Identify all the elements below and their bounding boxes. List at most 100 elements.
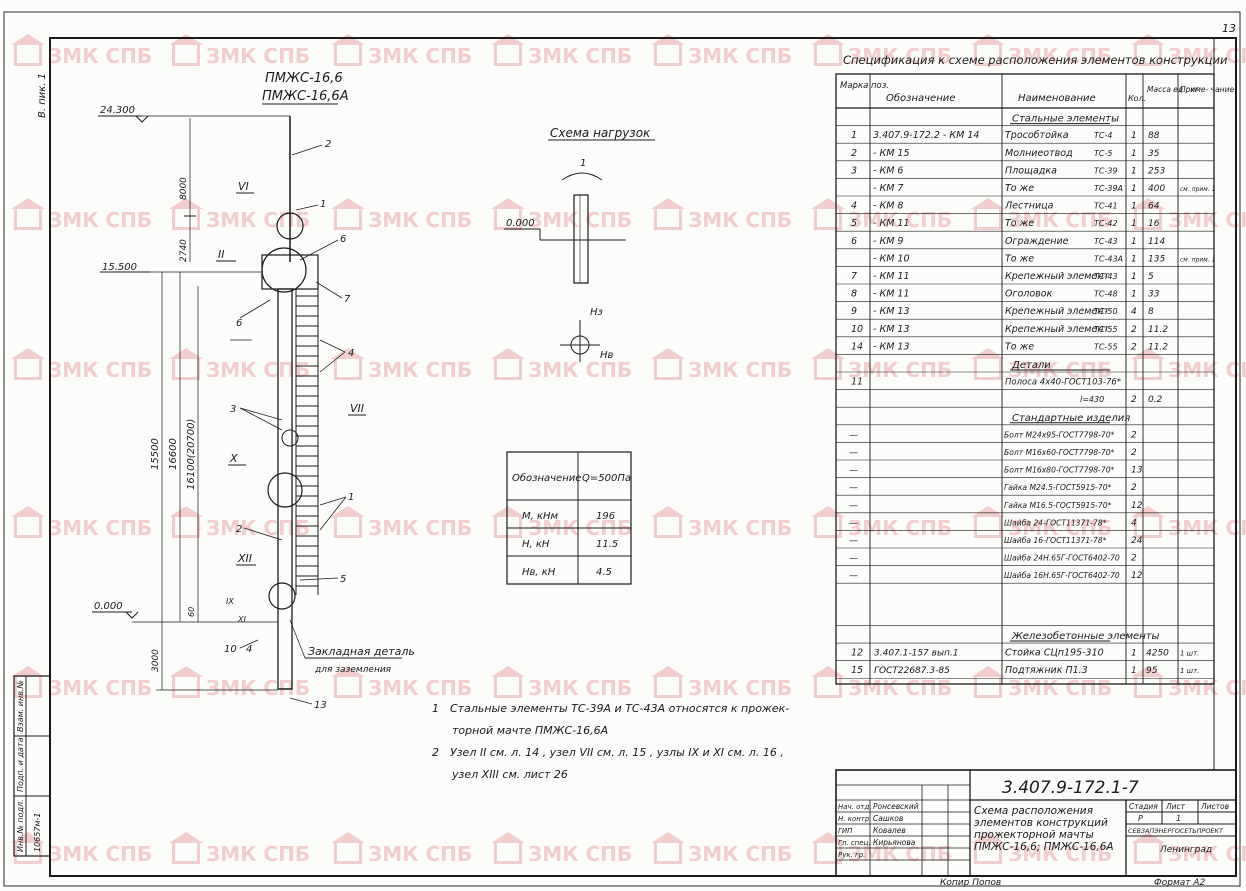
spec-cell-name: Гайка М16.5-ГОСТ5915-70*: [1004, 501, 1112, 510]
spec-cell-qty: 1: [1131, 272, 1137, 282]
spec-cell-qty: 1: [1131, 202, 1137, 212]
loads-row-value: 196: [596, 511, 615, 522]
spec-cell-mark: —: [849, 483, 858, 493]
spec-cell-name: Площадка: [1005, 165, 1057, 176]
spec-cell-name: Полоса 4х40-ГОСТ103-76*: [1005, 378, 1121, 388]
role-4: Гл. спец.: [838, 839, 871, 847]
spec-cell-mass: 4250: [1146, 649, 1169, 659]
note-2-line-2: узел XIII см. лист 26: [451, 768, 568, 781]
dim-15500: 15500: [150, 438, 161, 470]
spec-cell-qty: 2: [1131, 342, 1137, 352]
elev-mid: 15.500: [102, 262, 137, 273]
load-arrow-label: 1: [580, 158, 586, 169]
spec-cell-name: Молниеотвод: [1005, 148, 1073, 159]
description-1: Схема расположения: [974, 805, 1093, 817]
spec-cell-designation: - КМ 15: [873, 148, 910, 159]
sheet-value: 1: [1176, 814, 1181, 823]
spec-cell-qty: 1: [1131, 166, 1137, 176]
spec-cell-name: Трособтойка: [1005, 130, 1069, 141]
callout-5: 5: [340, 574, 346, 585]
dim-16600: 16600: [168, 438, 179, 470]
loads-header-designation: Обозначение: [512, 472, 581, 484]
spec-cell-qty: 2: [1131, 395, 1137, 405]
role-2: Н. контр.: [838, 815, 872, 823]
spec-cell-type: ТС-55: [1094, 342, 1118, 351]
spec-section-heading: Детали: [1011, 360, 1051, 371]
dim-60: 60: [187, 607, 196, 617]
spec-cell-type: ТС-55: [1094, 325, 1118, 334]
spec-cell-designation: - КМ 13: [873, 341, 910, 352]
callout-2: 2: [325, 139, 331, 150]
spec-cell-note: см. прим. 1: [1180, 256, 1215, 263]
role-5: Рук. гр.: [838, 851, 865, 859]
callout-6b: 6: [236, 318, 242, 329]
spec-cell-type: ТС-39А: [1094, 184, 1123, 193]
elev-zero-right: 0.000: [506, 218, 535, 229]
spec-table: Спецификация к схеме расположения элемен…: [835, 53, 1234, 685]
spec-cell-type: ТС-43А: [1094, 254, 1123, 263]
callout-7: 7: [344, 294, 351, 305]
spec-cell-name: Лестница: [1004, 201, 1054, 212]
spec-header-mass: Масса ед., кг: [1147, 85, 1199, 94]
spec-cell-qty: 13: [1131, 466, 1143, 476]
note-2-number: 2: [432, 746, 439, 759]
loads-row-label: М, кНм: [522, 511, 559, 522]
spec-cell-name: То же: [1005, 183, 1034, 194]
spec-cell-mark: 6: [851, 236, 857, 247]
note-2-line-1: Узел II см. л. 14 , узел VII см. л. 15 ,…: [450, 746, 784, 759]
loads-row-value: 11.5: [596, 539, 618, 550]
spec-cell-name: То же: [1005, 341, 1034, 352]
spec-cell-qty: 2: [1131, 430, 1137, 440]
elev-zero-left: 0.000: [94, 601, 123, 612]
role-1: Нач. отд.: [838, 803, 872, 811]
spec-cell-qty: 12: [1131, 571, 1143, 581]
spec-cell-mark: —: [849, 536, 858, 546]
spec-cell-mass: 8: [1148, 307, 1154, 317]
note-1-number: 1: [432, 702, 439, 715]
spec-cell-name: Болт М24х95-ГОСТ7798-70*: [1004, 430, 1115, 439]
note-1-line-2: торной мачте ПМЖС-16,6А: [452, 724, 608, 737]
spec-cell-qty: 1: [1131, 131, 1137, 141]
spec-cell-name: Оголовок: [1005, 289, 1053, 300]
person-3: Ковалев: [873, 826, 906, 835]
spec-cell-mark: 4: [851, 201, 857, 212]
spec-cell-mass: 95: [1146, 666, 1158, 676]
spec-cell-designation: - КМ 13: [873, 306, 910, 317]
spec-cell-mark: —: [849, 518, 858, 528]
spec-cell-qty: 1: [1131, 649, 1137, 659]
note-1-line-1: Стальные элементы ТС-39А и ТС-43А относя…: [450, 702, 789, 715]
dim-3000: 3000: [151, 649, 161, 672]
copied-by: Копир Попов: [940, 878, 1001, 888]
spec-cell-name: Шайба 16Н.65Г-ГОСТ6402-70: [1004, 571, 1120, 580]
spec-cell-name: Крепежный элемент: [1005, 306, 1109, 317]
spec-cell-note: 1 шт.: [1180, 650, 1199, 658]
spec-cell-designation: - КМ 11: [873, 271, 910, 282]
spec-cell-type: ТС-48: [1094, 290, 1118, 299]
drawing-code: 3.407.9-172.1-7: [1002, 778, 1139, 798]
sheet-corner-number: 13: [1222, 22, 1236, 35]
spec-cell-qty: 2: [1131, 325, 1137, 335]
spec-cell-qty: 1: [1131, 184, 1137, 194]
spec-cell-name: Стойка СЦп195-310: [1005, 648, 1104, 659]
spec-cell-qty: 1: [1131, 237, 1137, 247]
spec-cell-note: см. прим. 1: [1180, 186, 1215, 193]
stamp-repl: Взам. инв.№: [16, 680, 25, 732]
left-stamp: Взам. инв.№ Подп. и дата Инв.№ подл. 106…: [13, 675, 51, 857]
spec-header-designation: Обозначение: [886, 92, 955, 104]
spec-cell-qty: 12: [1131, 501, 1143, 511]
spec-cell-qty: 2: [1131, 554, 1137, 564]
load-hv: Нв: [600, 350, 614, 361]
spec-cell-name: Шайба 24Н.65Г-ГОСТ6402-70: [1004, 554, 1120, 563]
spec-cell-mark: 11: [851, 377, 863, 388]
mast-title-2: ПМЖС-16,6А: [262, 89, 349, 104]
spec-cell-name: То же: [1005, 253, 1034, 264]
description-4: ПМЖС-16,6; ПМЖС-16,6А: [974, 841, 1114, 853]
person-1: Ронсевский: [873, 802, 919, 811]
stage-value: Р: [1138, 814, 1143, 823]
spec-cell-designation: - КМ 7: [873, 183, 903, 194]
spec-cell-mass: 88: [1148, 131, 1160, 141]
spec-cell-mass: 11.2: [1148, 325, 1168, 335]
spec-cell-designation: - КМ 6: [873, 165, 903, 176]
spec-cell-qty: 1: [1131, 254, 1137, 264]
callout-10: 10: [224, 644, 237, 655]
